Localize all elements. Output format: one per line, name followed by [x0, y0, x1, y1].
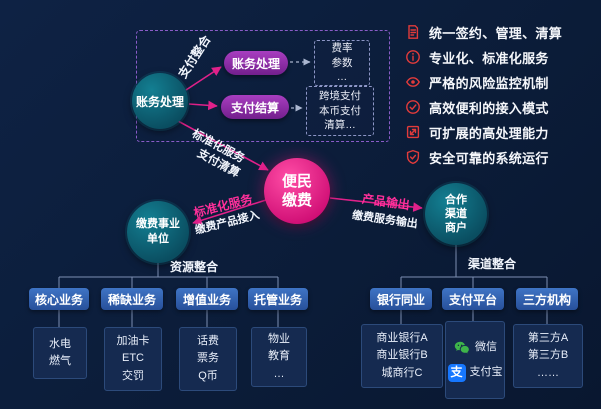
feature-list: 统一签约、管理、清算 专业化、标准化服务 严格的风险监控机制 高效便利的接入模式 [405, 24, 563, 166]
branch-value-added-business: 增值业务 [176, 288, 238, 310]
branch-managed-business: 托管业务 [248, 288, 308, 310]
feature-row: 专业化、标准化服务 [405, 49, 562, 66]
panel-commercial-banks: 商业银行A 商业银行B 城商行C [361, 324, 443, 388]
feature-text: 高效便利的接入模式 [429, 100, 549, 116]
branch-core-business: 核心业务 [29, 288, 89, 310]
panel-utilities: 水电 燃气 [33, 327, 87, 379]
cross-border-note: 跨境支付 本币支付 清算… [306, 86, 374, 136]
branch-bank-peers: 银行同业 [370, 288, 432, 310]
feature-text: 专业化、标准化服务 [429, 50, 549, 66]
contract-icon [408, 25, 419, 39]
alipay-icon: 支 [447, 363, 466, 382]
panel-phone-tickets: 话费 票务 Q币 [179, 327, 237, 391]
feature-row: 统一签约、管理、清算 [405, 24, 563, 41]
payment-settlement-box: 支付结算 [221, 95, 289, 119]
account-processing-box: 账务处理 [224, 51, 288, 75]
feature-text: 严格的风险监控机制 [429, 75, 549, 91]
panel-fuel-etc: 加油卡 ETC 交罚 [104, 327, 162, 391]
feature-row: 严格的风险监控机制 [405, 74, 562, 91]
payment-institutions-circle: 缴费事业 单位 [127, 201, 189, 263]
panel-third-parties: 第三方A 第三方B …… [513, 324, 583, 388]
wechat-row: 微信 [453, 339, 497, 357]
wechat-label: 微信 [475, 340, 497, 353]
info-icon [406, 50, 420, 64]
convenient-payment-center-circle: 便民 缴费 [264, 158, 330, 224]
monitor-icon [405, 77, 421, 87]
feature-text: 可扩展的高处理能力 [429, 125, 549, 141]
channel-merchants-circle: 合作 渠道 商户 [425, 183, 487, 245]
alipay-row: 支 支付宝 [447, 363, 503, 382]
expand-icon [406, 125, 420, 139]
panel-property-education: 物业 教育 … [251, 327, 307, 387]
branch-payment-platforms: 支付平台 [442, 288, 504, 310]
branch-scarce-business: 稀缺业务 [101, 288, 163, 310]
account-processing-circle: 账务处理 [132, 73, 188, 129]
resource-integration-label: 资源整合 [170, 260, 219, 274]
panel-payment-platforms: 微信 支 支付宝 [445, 321, 505, 399]
branch-third-parties: 三方机构 [516, 288, 578, 310]
feature-text: 统一签约、管理、清算 [429, 25, 563, 41]
alipay-label: 支付宝 [469, 365, 503, 378]
feature-text: 安全可靠的系统运行 [429, 150, 549, 166]
channel-integration-label: 渠道整合 [468, 257, 517, 271]
check-icon [406, 100, 420, 114]
wechat-icon [454, 341, 469, 353]
feature-row: 可扩展的高处理能力 [405, 124, 562, 141]
feature-row: 安全可靠的系统运行 [405, 149, 562, 166]
shield-icon [406, 149, 420, 165]
feature-row: 高效便利的接入模式 [405, 99, 562, 116]
rate-params-note: 费率 参数 … [314, 40, 370, 86]
